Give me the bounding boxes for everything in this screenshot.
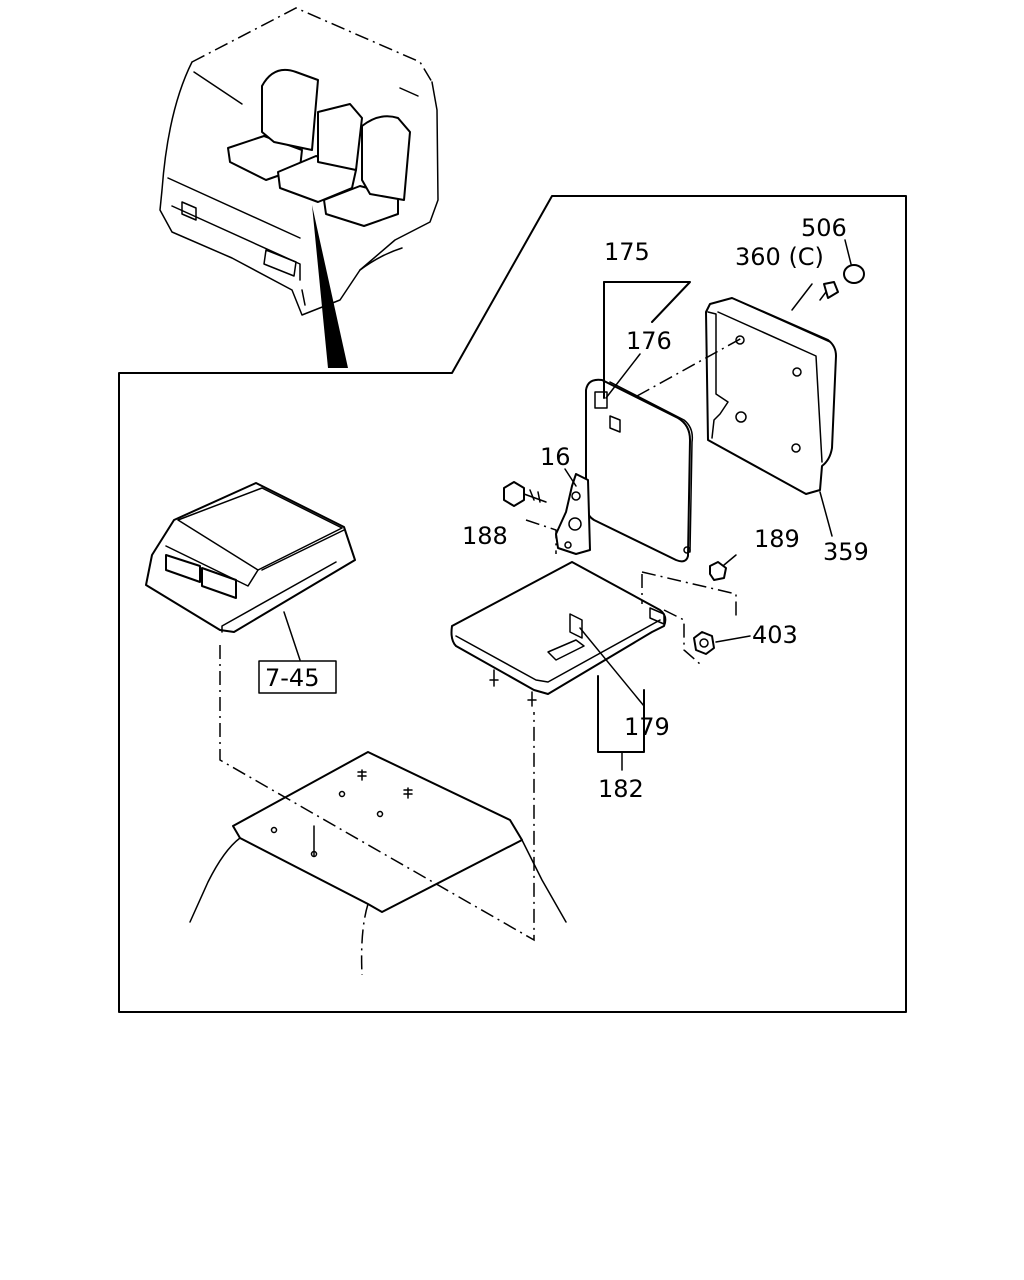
label-360c: 360 (C) bbox=[735, 243, 824, 271]
cover-assembly bbox=[705, 297, 837, 495]
label-16: 16 bbox=[540, 443, 571, 471]
nut-small bbox=[709, 561, 727, 581]
detail-frame bbox=[118, 195, 907, 1013]
console-assembly bbox=[145, 482, 356, 633]
label-7-45: 7-45 bbox=[265, 664, 319, 692]
label-506: 506 bbox=[801, 214, 847, 242]
clip-part bbox=[819, 281, 839, 301]
seat-cushion-assembly bbox=[450, 561, 667, 707]
floor-platform bbox=[189, 751, 567, 976]
bolt-part bbox=[503, 481, 547, 507]
leader-lines bbox=[283, 239, 852, 771]
label-359: 359 bbox=[823, 538, 869, 566]
label-182: 182 bbox=[598, 775, 644, 803]
cab-overview bbox=[159, 7, 439, 368]
callout-labels: 175 176 16 188 189 359 360 (C) 506 403 1… bbox=[265, 214, 869, 803]
label-189: 189 bbox=[754, 525, 800, 553]
reference-box bbox=[258, 660, 337, 694]
label-176: 176 bbox=[626, 327, 672, 355]
hinge-bracket bbox=[555, 473, 591, 555]
cap-part bbox=[843, 264, 865, 284]
label-175: 175 bbox=[604, 238, 650, 266]
center-lines bbox=[219, 337, 743, 942]
label-179: 179 bbox=[624, 713, 670, 741]
seat-back-assembly bbox=[585, 378, 694, 563]
label-403: 403 bbox=[752, 621, 798, 649]
label-188: 188 bbox=[462, 522, 508, 550]
nut-403 bbox=[693, 631, 715, 655]
